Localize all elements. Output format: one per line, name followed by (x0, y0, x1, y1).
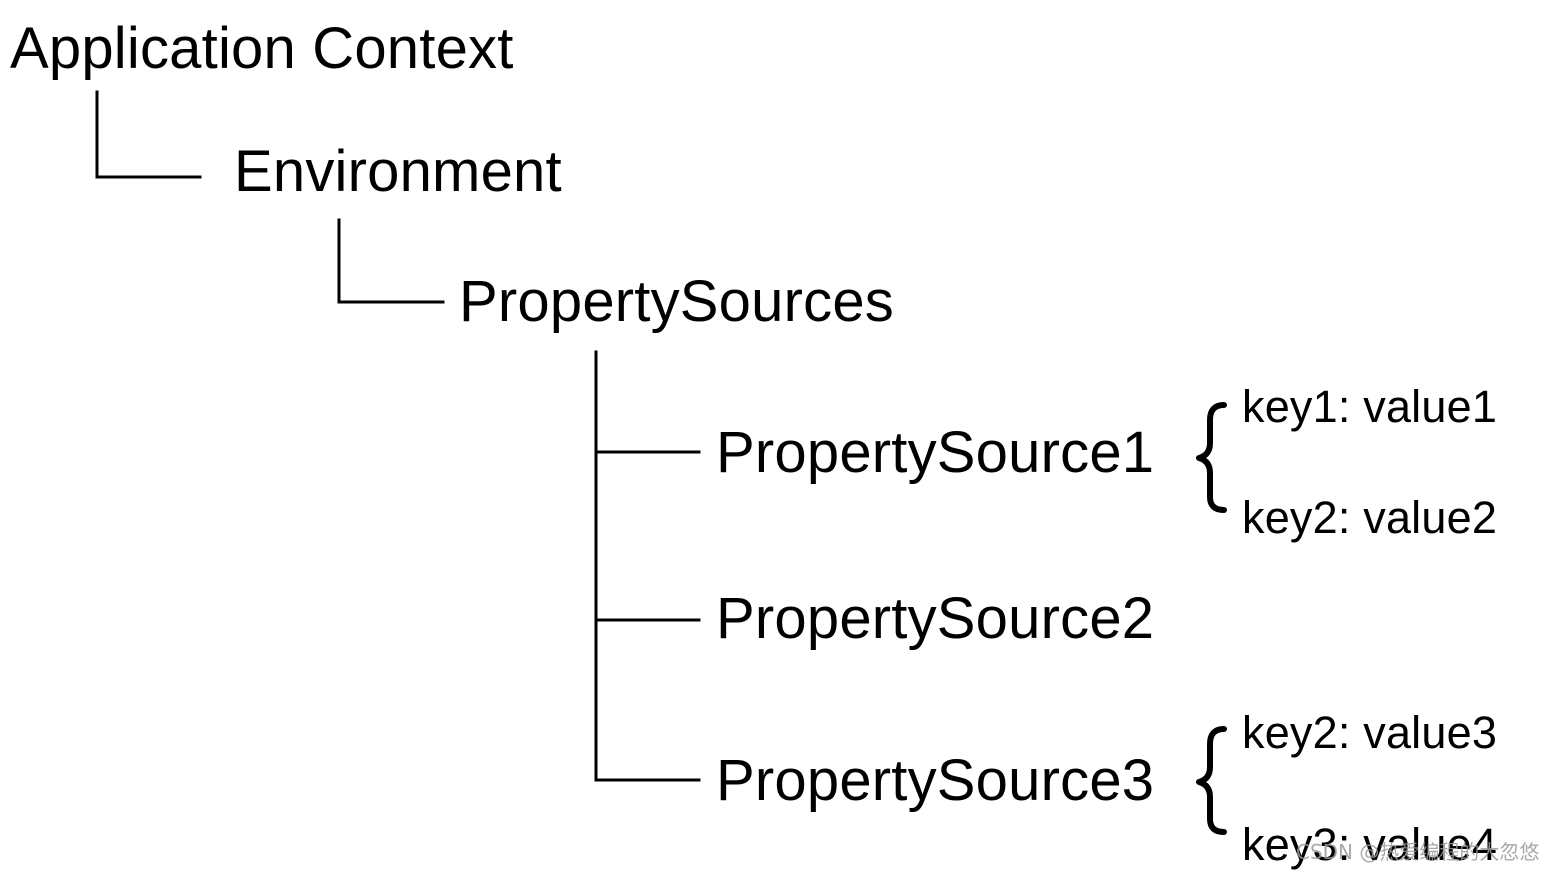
connector-environment-to-propertysources (337, 218, 445, 304)
node-application-context: Application Context (10, 16, 514, 81)
node-property-source-3: PropertySource3 (716, 748, 1155, 813)
entry-key2-value2: key2: value2 (1242, 492, 1498, 543)
entry-key2-value3: key2: value3 (1242, 707, 1498, 758)
node-property-source-2: PropertySource2 (716, 586, 1155, 651)
node-property-source-1: PropertySource1 (716, 420, 1155, 485)
brace-propertysource1 (1196, 402, 1227, 513)
brace-propertysource3 (1196, 726, 1227, 835)
node-property-sources: PropertySources (459, 269, 894, 334)
entry-key3-value4: key3: value4 (1242, 819, 1498, 870)
connector-app-to-environment (95, 90, 202, 179)
watermark: CSDN @热爱编程的大忽悠 (1296, 840, 1540, 864)
node-environment: Environment (234, 139, 562, 204)
entry-key1-value1: key1: value1 (1242, 381, 1498, 432)
